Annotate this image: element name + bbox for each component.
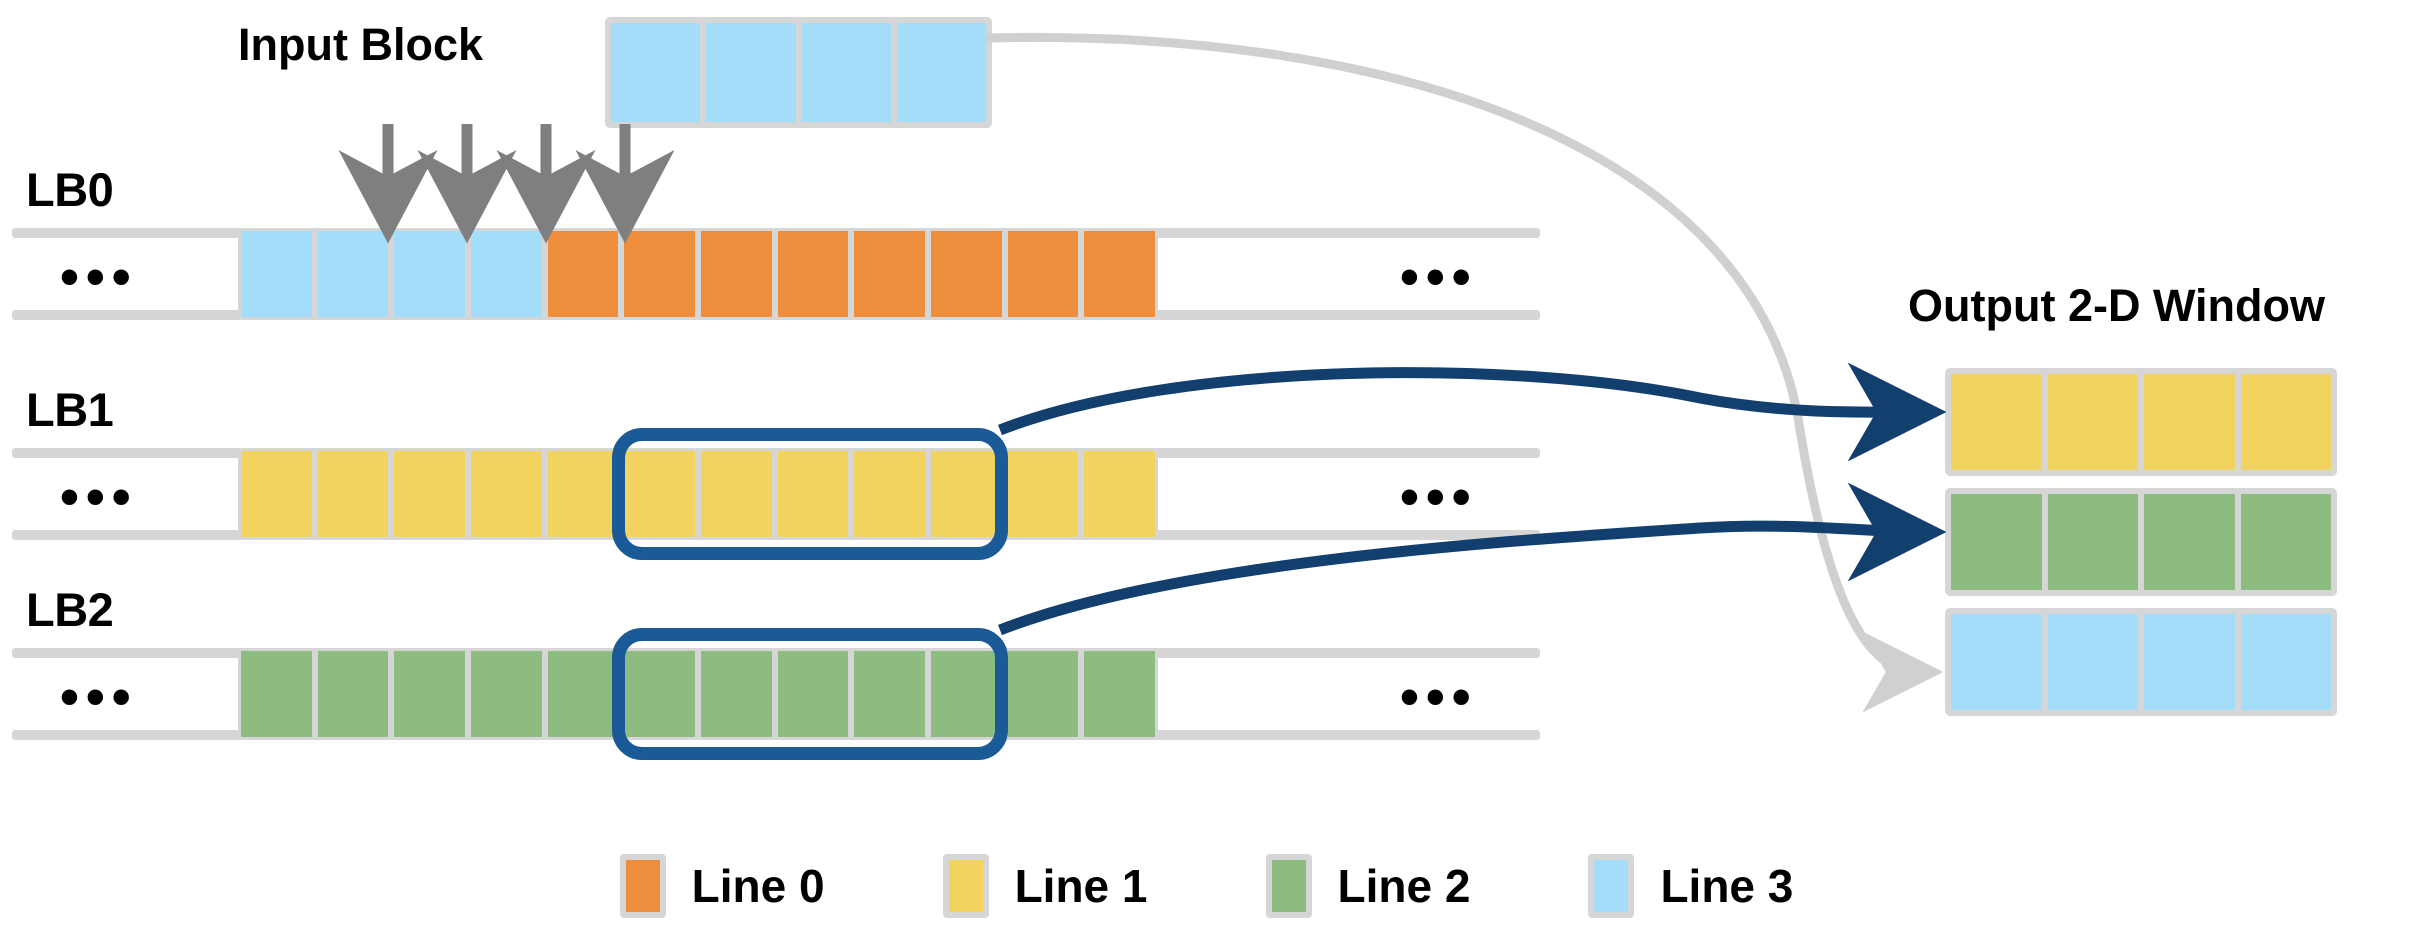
line-buffer-cell <box>697 448 775 540</box>
output-cell <box>1951 494 2042 590</box>
legend-item: Line 0 <box>619 854 825 918</box>
line-buffer-cell <box>314 228 392 320</box>
input-block-cell <box>801 23 891 122</box>
line-buffer-cell <box>467 648 545 740</box>
output-cell <box>2047 614 2138 710</box>
legend-swatch <box>1588 854 1635 918</box>
lb1-left-ellipsis: ••• <box>60 467 138 527</box>
legend-label: Line 3 <box>1660 860 1794 912</box>
lb2-to-output-arrow <box>998 482 1947 636</box>
input-block-cell <box>706 23 796 122</box>
line-buffer-cell <box>314 448 392 540</box>
output-cell <box>2240 614 2331 710</box>
line-buffer-cell <box>391 648 468 740</box>
legend-swatch <box>619 854 666 918</box>
output-window-title: Output 2-D Window <box>1908 280 2325 331</box>
legend-swatch-fill <box>948 860 983 912</box>
lb0-cells <box>238 228 1158 320</box>
lb2-left-ellipsis: ••• <box>60 667 138 727</box>
line-buffer-cell <box>544 648 622 740</box>
lb2-label: LB2 <box>26 583 114 636</box>
legend-item: Line 1 <box>942 854 1148 918</box>
legend-swatch <box>942 854 989 918</box>
line-buffer-cell <box>544 228 622 320</box>
output-row-line2 <box>1945 488 2337 596</box>
line-buffer-cell <box>621 648 698 740</box>
legend-item: Line 3 <box>1588 854 1793 918</box>
line-buffer-cell <box>1081 448 1158 540</box>
legend-label: Line 1 <box>1014 860 1148 912</box>
legend-item: Line 2 <box>1265 854 1471 918</box>
lb2-window-highlight[interactable] <box>612 628 1008 760</box>
lb1-label: LB1 <box>26 383 114 436</box>
legend-label: Line 2 <box>1337 860 1471 912</box>
input-block-cell <box>896 23 986 122</box>
lb0-right-ellipsis: ••• <box>1400 247 1478 307</box>
line-buffer-cell <box>621 448 698 540</box>
line-buffer-cell <box>1004 448 1082 540</box>
legend: Line 0 Line 1 Line 2 Line 3 <box>0 846 2413 926</box>
line-buffer-cell <box>927 228 1005 320</box>
lb2-right-ellipsis: ••• <box>1400 667 1478 727</box>
legend-swatch <box>1265 854 1312 918</box>
output-cell <box>2240 494 2331 590</box>
output-cell <box>2240 374 2331 470</box>
line-buffer-cell <box>697 228 775 320</box>
legend-swatch-fill <box>1271 860 1306 912</box>
legend-label: Line 0 <box>691 860 825 912</box>
input-block <box>605 17 992 128</box>
output-cell <box>2144 614 2235 710</box>
lb1-to-output-arrow <box>998 362 1947 462</box>
line-buffer-cell <box>621 228 698 320</box>
line-buffer-cell <box>467 448 545 540</box>
line-buffer-cell <box>851 228 928 320</box>
line-buffer-cell <box>774 448 852 540</box>
line-buffer-cell <box>314 648 392 740</box>
line-buffer-cell <box>1081 228 1158 320</box>
line-buffer-cell <box>1081 648 1158 740</box>
line-buffer-cell <box>774 228 852 320</box>
line-buffer-cell <box>774 648 852 740</box>
line-buffer-cell <box>851 648 928 740</box>
input-to-output-curve <box>985 32 1944 713</box>
lb1-window-highlight[interactable] <box>612 428 1008 560</box>
input-block-title: Input Block <box>238 19 483 70</box>
output-cell <box>1951 374 2042 470</box>
output-row-line3 <box>1945 608 2337 716</box>
line-buffer-cell <box>238 448 315 540</box>
input-block-cell <box>611 23 701 122</box>
output-cell <box>2144 374 2235 470</box>
lb0-label: LB0 <box>26 163 114 216</box>
lb0-left-ellipsis: ••• <box>60 247 138 307</box>
output-cell <box>2047 494 2138 590</box>
output-cell <box>2144 494 2235 590</box>
line-buffer-cell <box>391 448 468 540</box>
line-buffer-cell <box>851 448 928 540</box>
lb1-right-ellipsis: ••• <box>1400 467 1478 527</box>
output-cell <box>2047 374 2138 470</box>
legend-swatch-fill <box>1594 860 1629 912</box>
line-buffer-cell <box>238 648 315 740</box>
line-buffer-cell <box>238 228 315 320</box>
line-buffer-cell <box>697 648 775 740</box>
line-buffer-cell <box>391 228 468 320</box>
line-buffer-cell <box>467 228 545 320</box>
output-row-line1 <box>1945 368 2337 476</box>
legend-swatch-fill <box>625 860 660 912</box>
input-to-lb0-arrows <box>338 124 675 244</box>
line-buffer-cell <box>1004 228 1082 320</box>
line-buffer-cell <box>544 448 622 540</box>
line-buffer-cell <box>1004 648 1082 740</box>
output-cell <box>1951 614 2042 710</box>
